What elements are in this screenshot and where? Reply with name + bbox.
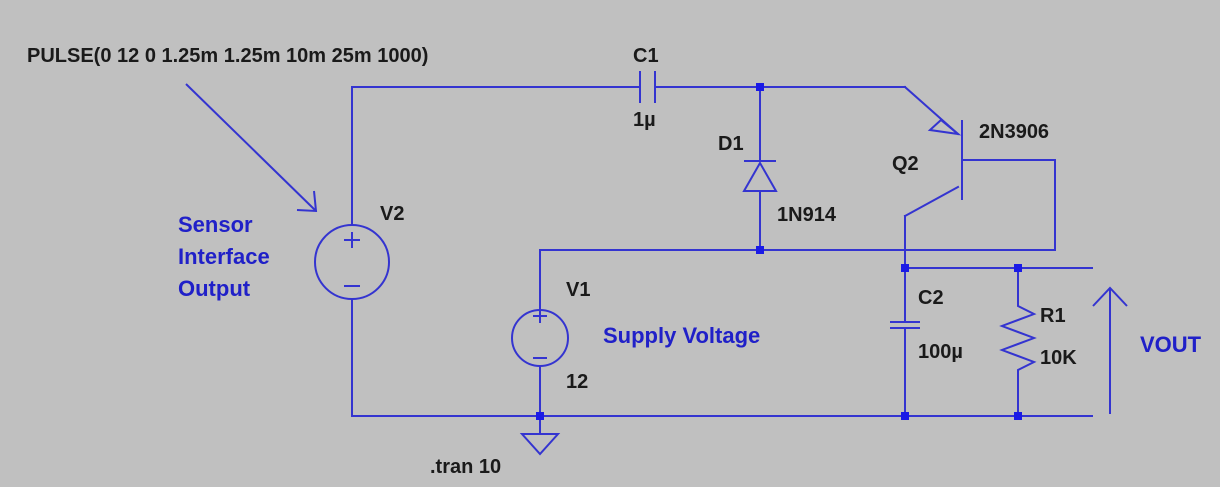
v1-name: V1 xyxy=(566,279,590,301)
supply-comment: Supply Voltage xyxy=(603,323,760,348)
wire-v2-to-c1 xyxy=(351,86,641,226)
q2-name: Q2 xyxy=(892,153,919,175)
junction-dot xyxy=(756,83,764,91)
vout-arrow xyxy=(1092,286,1128,414)
pulse-directive: PULSE(0 12 0 1.25m 1.25m 10m 25m 1000) xyxy=(27,45,428,67)
v1-value: 12 xyxy=(566,371,588,393)
r1-resistor xyxy=(999,300,1037,380)
q2-part: 2N3906 xyxy=(979,121,1049,143)
sensor-comment-line1: Sensor xyxy=(178,212,253,237)
d1-diode xyxy=(742,160,778,192)
junction-dot xyxy=(901,412,909,420)
v2-voltage-source xyxy=(314,224,390,300)
r1-value: 10K xyxy=(1040,347,1077,369)
c1-value: 1µ xyxy=(633,109,656,131)
d1-value: 1N914 xyxy=(777,204,837,226)
c1-capacitor xyxy=(639,71,656,103)
wires xyxy=(351,85,1093,435)
r1-name: R1 xyxy=(1040,305,1066,327)
c2-value: 100µ xyxy=(918,341,963,363)
junction-dot xyxy=(1014,412,1022,420)
q2-transistor xyxy=(927,118,963,200)
d1-name: D1 xyxy=(718,133,744,155)
junction-dot xyxy=(756,246,764,254)
vout-comment: VOUT xyxy=(1140,332,1202,357)
sensor-comment-line2: Interface xyxy=(178,244,270,269)
junction-dot xyxy=(536,412,544,420)
ground-symbol xyxy=(519,433,561,456)
junction-dot xyxy=(901,264,909,272)
v1-voltage-source xyxy=(511,309,569,367)
wire-supply-rail xyxy=(539,159,1056,311)
junction-dots xyxy=(536,83,1022,420)
v2-name: V2 xyxy=(380,203,404,225)
sensor-comment-line3: Output xyxy=(178,276,251,301)
pulse-pointer-arrow xyxy=(185,83,318,213)
c2-capacitor xyxy=(890,321,920,329)
c1-name: C1 xyxy=(633,45,659,67)
wire-q2-collector xyxy=(903,185,960,218)
tran-directive: .tran 10 xyxy=(430,456,501,478)
c2-name: C2 xyxy=(918,287,944,309)
junction-dot xyxy=(1014,264,1022,272)
